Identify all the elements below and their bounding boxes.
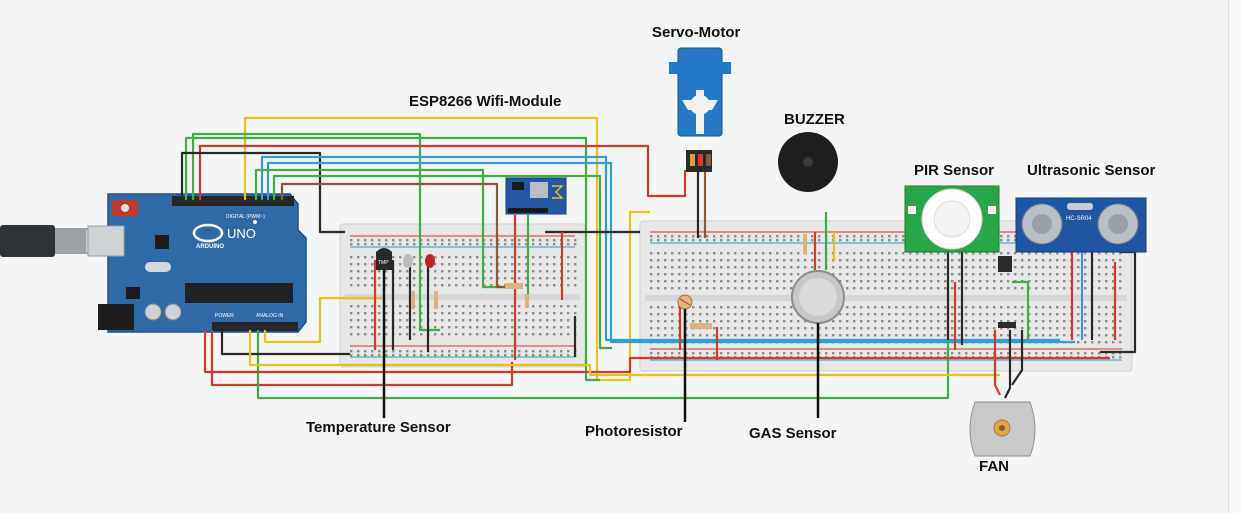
label-photoresistor: Photoresistor (585, 423, 683, 440)
fan[interactable] (969, 401, 1036, 457)
resistors (411, 234, 807, 329)
temperature-sensor[interactable]: TMP (376, 248, 392, 270)
ultrasonic-sensor[interactable]: HC-SR04 (1015, 197, 1147, 253)
wire-green-top (191, 132, 440, 332)
wire-black-bottom (220, 330, 350, 356)
temp-sensor-chip-text: TMP (378, 260, 389, 266)
analog-pins-label: ANALOG IN (256, 313, 284, 319)
wire-green-3 (272, 174, 612, 350)
pir-sensor[interactable] (904, 185, 1000, 253)
esp8266-module[interactable] (505, 177, 567, 215)
transistor[interactable] (998, 256, 1016, 328)
wire-blue-2 (266, 161, 1075, 344)
led-red[interactable] (425, 254, 435, 268)
label-buzzer: BUZZER (784, 111, 845, 128)
power-pins-label: POWER (215, 313, 234, 319)
label-gas-sensor: GAS Sensor (749, 425, 837, 442)
wire-fan-black (1004, 330, 1012, 399)
wire-green-long (184, 136, 600, 382)
wire-yellow-bottom (263, 296, 382, 344)
breadboard-left[interactable] (339, 223, 586, 368)
leader-lines (382, 270, 820, 422)
wire-black-top (180, 151, 345, 234)
arduino-brand-text: ARDUINO (196, 244, 224, 250)
board-name: UNO (227, 226, 256, 241)
photoresistor[interactable] (677, 294, 693, 310)
gas-sensor[interactable] (791, 270, 845, 324)
wire-red-top (198, 144, 687, 200)
label-pir-sensor: PIR Sensor (914, 162, 995, 179)
wire-yellow-2 (248, 330, 1000, 377)
wire-green-2 (254, 168, 520, 289)
label-servo-motor: Servo-Motor (652, 24, 741, 41)
label-esp8266: ESP8266 Wifi-Module (409, 93, 562, 110)
wire-fan-red (993, 330, 1001, 396)
wire-blue-1 (260, 155, 1060, 342)
window-edge (1228, 0, 1241, 513)
led-white[interactable] (403, 254, 413, 268)
label-temperature-sensor: Temperature Sensor (306, 419, 451, 436)
label-fan: FAN (979, 458, 1009, 475)
wire-red-long (203, 330, 1110, 374)
arduino-uno-board[interactable]: UNO ARDUINO DIGITAL (PWM~) POWER ANALOG … (87, 193, 307, 333)
wire-red-bottom (210, 330, 514, 387)
wire-brown-1 (280, 182, 505, 289)
digital-pins-label: DIGITAL (PWM~) (226, 214, 265, 220)
wire-fan-black-2 (1011, 330, 1024, 386)
ultrasonic-model-text: HC-SR04 (1066, 216, 1092, 222)
wires (180, 116, 1137, 400)
buzzer[interactable] (778, 132, 838, 192)
label-ultrasonic-sensor: Ultrasonic Sensor (1027, 162, 1156, 179)
servo-motor[interactable] (669, 47, 731, 172)
